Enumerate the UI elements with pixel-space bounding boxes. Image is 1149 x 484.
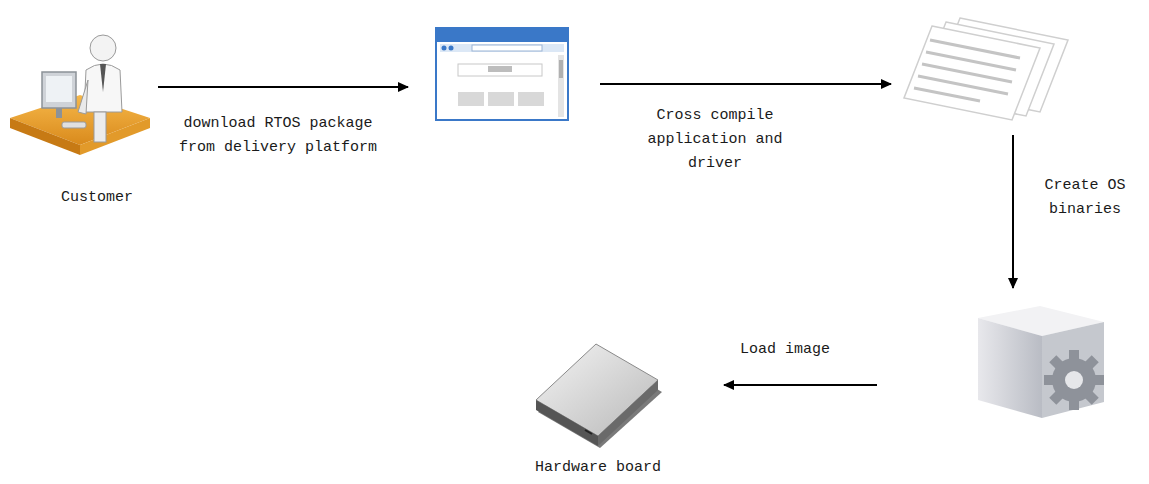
hardware-board-icon bbox=[536, 344, 662, 448]
arrow-label: Load image bbox=[715, 338, 855, 362]
customer-icon bbox=[10, 35, 150, 155]
flow-arrow bbox=[158, 84, 1013, 385]
arrow-label: Cross compile application and driver bbox=[645, 104, 785, 176]
icon-caption-node: Hardware board bbox=[531, 454, 665, 482]
icon-caption: Hardware board bbox=[535, 456, 661, 480]
icon-caption: Customer bbox=[61, 186, 133, 210]
icon-caption-node: Customer bbox=[57, 184, 137, 212]
arrow-label: download RTOS package from delivery plat… bbox=[178, 112, 378, 160]
package-box-icon bbox=[978, 306, 1104, 418]
documents-icon bbox=[904, 18, 1068, 120]
arrow-label: Create OS binaries bbox=[1037, 174, 1133, 222]
browser-icon bbox=[436, 28, 568, 120]
